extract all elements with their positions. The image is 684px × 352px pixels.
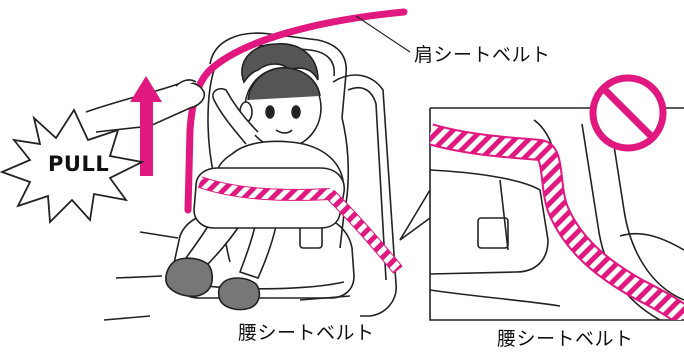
- shoulder-belt-leader: [355, 15, 411, 53]
- lap-belt-label-right: 腰シートベルト: [497, 328, 634, 350]
- lap-belt: [198, 176, 403, 274]
- pull-label: PULL: [48, 152, 110, 176]
- shoulder-belt-label: 肩シートベルト: [414, 44, 551, 66]
- lap-belt-label-left: 腰シートベルト: [238, 322, 375, 344]
- prohibited-icon: [589, 74, 667, 152]
- arrow-up-icon: [130, 76, 162, 176]
- zoom-detail: [430, 119, 684, 320]
- starburst-icon: [0, 108, 145, 225]
